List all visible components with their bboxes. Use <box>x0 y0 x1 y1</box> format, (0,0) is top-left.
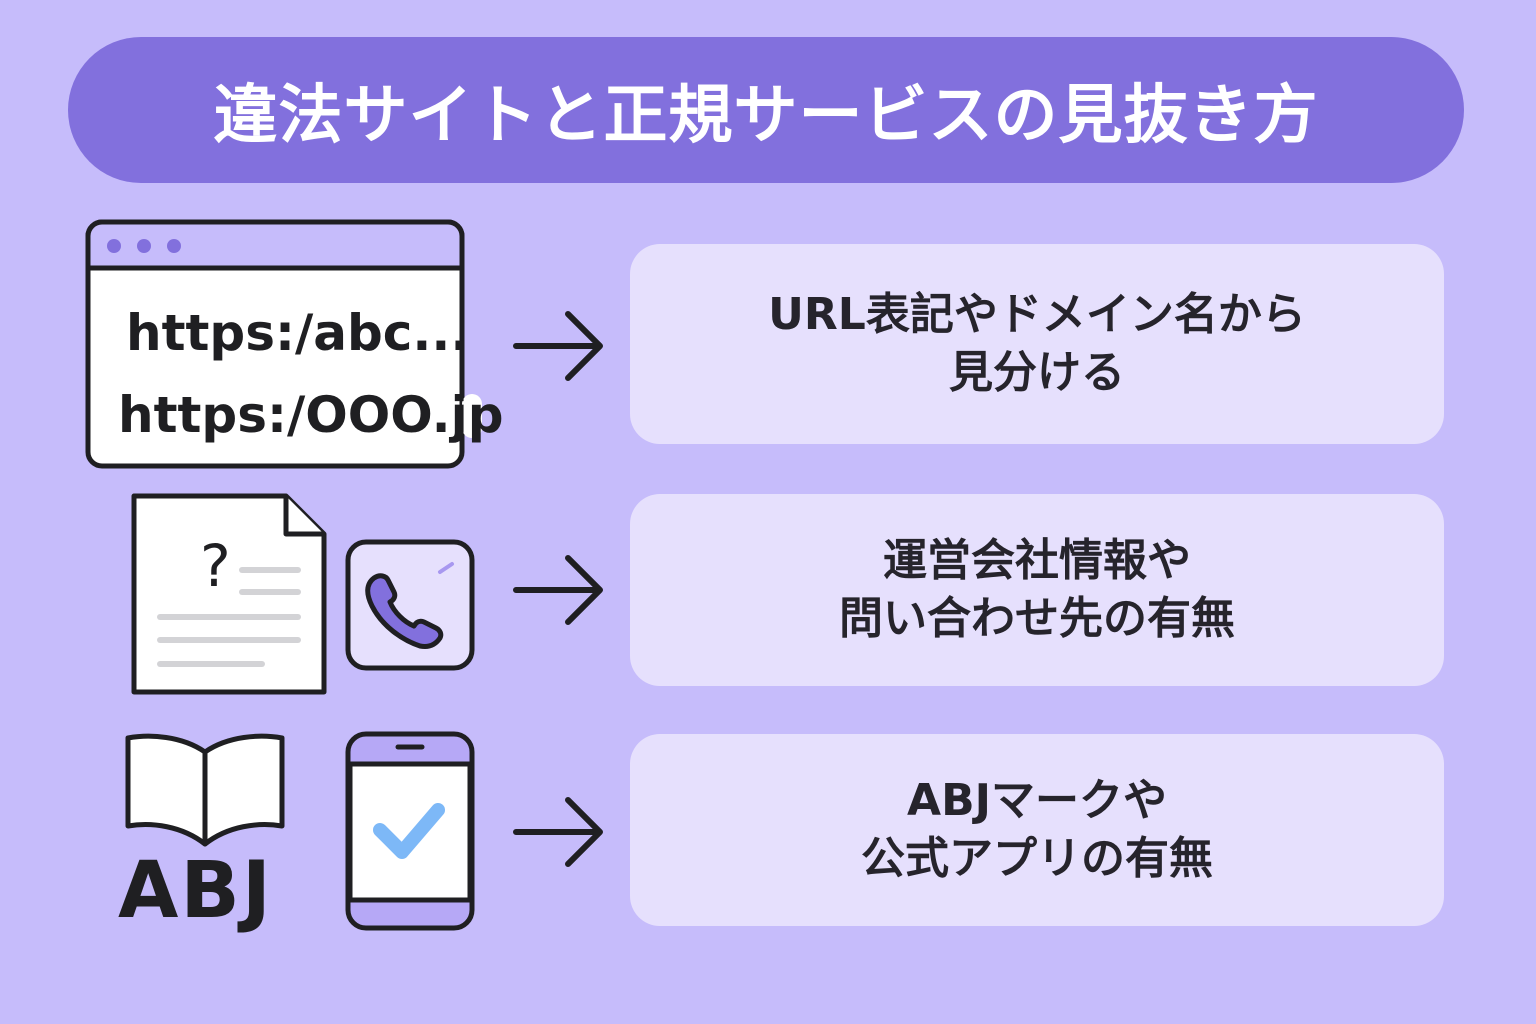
title-banner: 違法サイトと正規サービスの見抜き方 <box>68 37 1464 183</box>
url-text-official: https:/OOO.jp <box>118 386 504 444</box>
open-book-icon <box>125 733 285 847</box>
page-title: 違法サイトと正規サービスの見抜き方 <box>213 79 1319 153</box>
check-card-company-info: 運営会社情報や 問い合わせ先の有無 <box>630 494 1444 686</box>
check-card-url: URL表記やドメイン名から 見分ける <box>630 244 1444 444</box>
window-dot-icon <box>107 239 121 253</box>
arrow-right-icon <box>513 797 603 867</box>
window-dot-icon <box>167 239 181 253</box>
arrow-right-icon <box>513 311 603 381</box>
arrow-right-icon <box>513 555 603 625</box>
card-text: ABJマークや 公式アプリの有無 <box>861 775 1213 884</box>
checkmark-icon <box>373 803 445 859</box>
url-text-suspicious: https:/abc... <box>126 304 470 362</box>
document-question-icon: ? <box>131 493 327 695</box>
smartphone-check-icon <box>345 731 475 931</box>
card-text: 運営会社情報や 問い合わせ先の有無 <box>839 535 1235 644</box>
abj-mark-label: ABJ <box>118 846 273 936</box>
question-mark: ? <box>200 532 231 600</box>
card-text: URL表記やドメイン名から 見分ける <box>768 289 1306 398</box>
phone-icon <box>345 539 475 671</box>
browser-window-icon <box>85 219 482 469</box>
window-dot-icon <box>137 239 151 253</box>
check-card-abj-app: ABJマークや 公式アプリの有無 <box>630 734 1444 926</box>
